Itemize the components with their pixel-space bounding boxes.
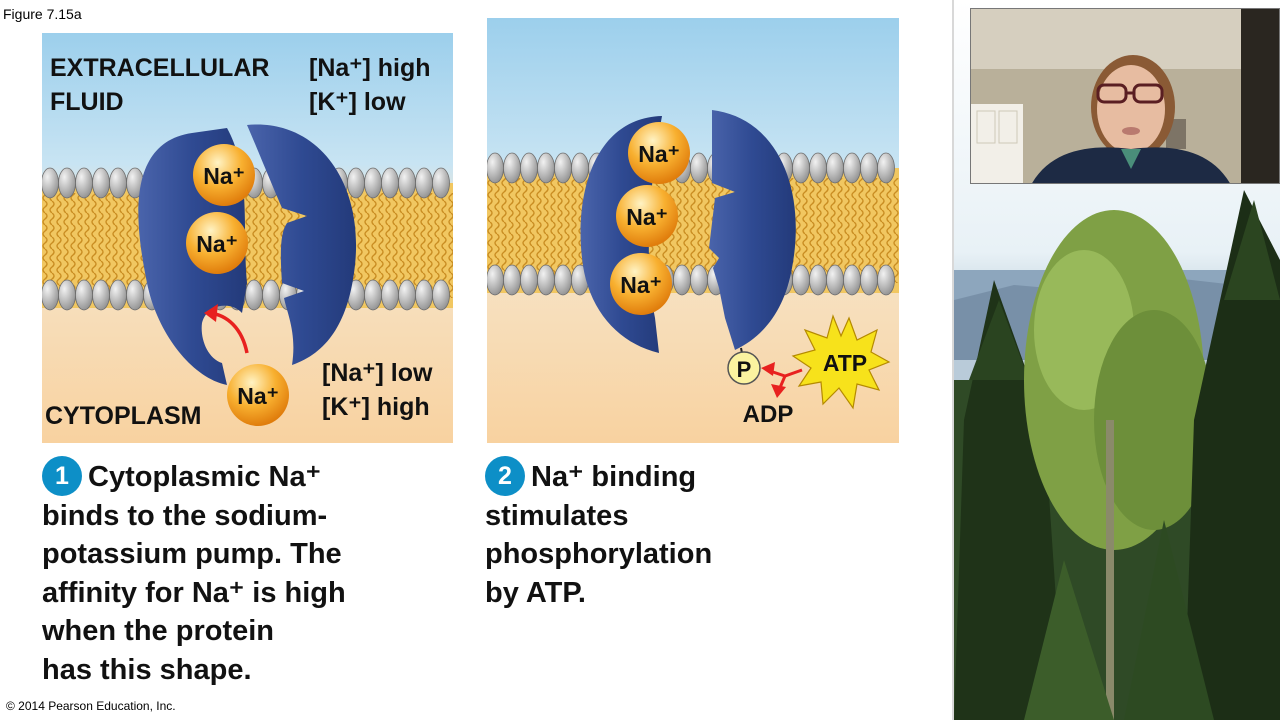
panel-2-diagram: Na⁺ Na⁺ Na⁺ P ATP [487, 18, 899, 443]
na-ion-b: Na⁺ [616, 185, 678, 247]
na-ion-1: Na⁺ [193, 144, 255, 206]
lecture-slide: Figure 7.15a [3, 6, 905, 713]
adp-label: ADP [743, 401, 794, 428]
step-1-badge: 1 [42, 456, 82, 496]
cytoplasm-label: CYTOPLASM [45, 402, 202, 430]
svg-text:P: P [737, 357, 752, 382]
panel-2-svg: Na⁺ Na⁺ Na⁺ P ATP [487, 18, 899, 443]
svg-text:Na⁺: Na⁺ [638, 141, 680, 167]
phosphate: P [727, 351, 761, 385]
na-ion-cytoplasmic: Na⁺ [227, 364, 289, 426]
svg-text:Na⁺: Na⁺ [237, 383, 279, 409]
step-2-badge: 2 [485, 456, 525, 496]
na-ion-a: Na⁺ [628, 122, 690, 184]
na-ion-c: Na⁺ [610, 253, 672, 315]
extracellular-concentrations: [Na⁺] high [K⁺] low [309, 54, 431, 116]
svg-text:Na⁺: Na⁺ [203, 163, 245, 189]
webcam-video-feed[interactable] [970, 8, 1280, 184]
svg-text:Na⁺: Na⁺ [620, 272, 662, 298]
figure-label: Figure 7.15a [3, 6, 82, 22]
na-ion-2: Na⁺ [186, 212, 248, 274]
svg-text:Na⁺: Na⁺ [196, 231, 238, 257]
svg-text:ATP: ATP [823, 350, 867, 376]
atp-burst: ATP [791, 314, 891, 410]
svg-text:Na⁺: Na⁺ [626, 204, 668, 230]
panel-1-svg: Na⁺ Na⁺ Na⁺ [42, 33, 453, 443]
copyright-notice: © 2014 Pearson Education, Inc. [6, 699, 176, 713]
cytoplasm-concentrations: [Na⁺] low [K⁺] high [322, 359, 433, 421]
background-forest-image [954, 0, 1280, 720]
slide-divider [952, 0, 954, 720]
panel-1-diagram: Na⁺ Na⁺ Na⁺ EXTRACELLULAR FLUID [Na⁺] hi… [42, 33, 453, 443]
extracellular-label: EXTRACELLULAR FLUID [50, 54, 270, 116]
